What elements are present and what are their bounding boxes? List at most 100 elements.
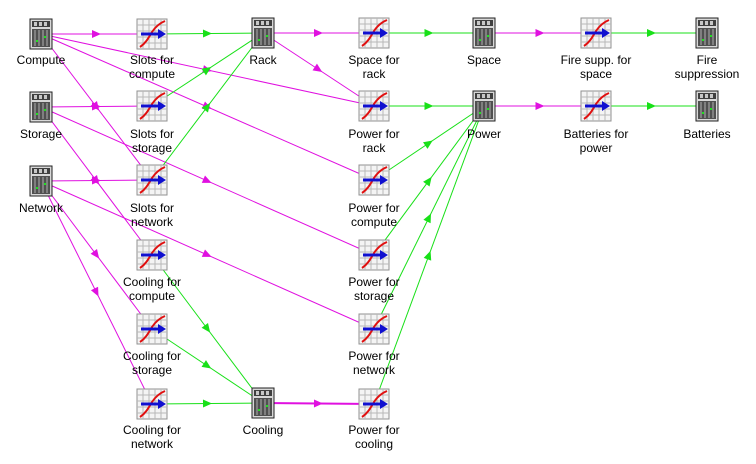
label-line: rack (362, 67, 386, 81)
power-rack-conversion-icon[interactable] (357, 89, 391, 123)
edge-cooling-to-power_cooling (262, 399, 375, 408)
edge-network-to-power_network (40, 180, 375, 330)
edge-fire_supp_space-to-fire_suppression (596, 29, 707, 37)
cooling-network-conversion-icon[interactable] (135, 387, 169, 421)
arrowhead (202, 29, 212, 38)
label-line: Power for (348, 127, 400, 141)
arrowhead (535, 102, 545, 110)
edge-slots_storage-to-rack (151, 32, 264, 107)
arrowhead (313, 399, 323, 408)
arrowhead (647, 102, 656, 110)
batteries-label: Batteries (683, 127, 730, 141)
slots-network-conversion-icon[interactable] (135, 163, 169, 197)
arrowhead (201, 249, 212, 257)
arrowhead (90, 286, 99, 297)
label-line: compute (128, 289, 176, 303)
compute-label: Compute (17, 53, 66, 67)
power-cooling-conversion-icon[interactable] (357, 387, 391, 421)
label-line: Space (466, 53, 502, 67)
label-line: Cooling (242, 423, 284, 437)
arrowhead (202, 399, 212, 408)
rack-server-icon[interactable] (251, 17, 275, 49)
label-line: Power for (348, 349, 400, 363)
arrowhead (91, 176, 101, 185)
arrowhead (423, 213, 431, 224)
label-line: Cooling for (122, 275, 182, 289)
label-line: Network (18, 201, 64, 215)
power-storage-conversion-icon[interactable] (357, 238, 391, 272)
label-line: storage (131, 363, 173, 377)
cooling-compute-conversion-icon[interactable] (135, 238, 169, 272)
arrowhead (535, 29, 545, 37)
label-line: Power for (348, 423, 400, 437)
label-line: Power (466, 127, 502, 141)
arrowhead (314, 29, 323, 37)
edge-power_compute-to-power (373, 105, 485, 181)
arrowhead (90, 249, 100, 259)
space-rack-conversion-icon[interactable] (357, 16, 391, 50)
slots-storage-conversion-icon[interactable] (135, 89, 169, 123)
label-line: Storage (19, 127, 63, 141)
arrowhead (92, 30, 101, 38)
arrowhead (647, 29, 656, 37)
label-line: Rack (249, 53, 277, 67)
network-server-icon[interactable] (29, 165, 53, 197)
power-compute-conversion-icon[interactable] (357, 163, 391, 197)
space-server-icon[interactable] (472, 17, 496, 49)
label-line: network (130, 215, 174, 229)
power-network-conversion-icon[interactable] (357, 312, 391, 346)
arrowhead (201, 360, 212, 369)
cooling-label: Cooling (243, 423, 284, 437)
fire-supp-space-conversion-icon[interactable] (579, 16, 613, 50)
edge-space-to-fire_supp_space (484, 29, 596, 37)
label-line: Compute (16, 53, 66, 67)
label-line: cooling (354, 437, 394, 451)
edge-slots_network-to-rack (151, 32, 264, 181)
compute-server-icon[interactable] (29, 18, 53, 50)
batteries-power-conversion-icon[interactable] (579, 89, 613, 123)
edge-rack-to-space_rack (263, 29, 374, 37)
label-line: Power for (348, 201, 400, 215)
cooling-storage-conversion-icon[interactable] (135, 312, 169, 346)
batteries-server-icon[interactable] (695, 90, 719, 122)
power-server-icon[interactable] (472, 90, 496, 122)
arrowhead (312, 63, 323, 72)
space-label: Space (467, 53, 501, 67)
edge-compute-to-slots_compute (41, 30, 152, 38)
label-line: Batteries (683, 127, 731, 141)
fire-suppression-server-icon[interactable] (695, 17, 719, 49)
arrowhead (201, 67, 212, 76)
cooling-server-icon[interactable] (251, 387, 275, 419)
slots-compute-conversion-icon[interactable] (135, 17, 169, 51)
arrowhead (201, 323, 211, 333)
label-line: storage (353, 289, 395, 303)
edge-cooling_storage-to-cooling (151, 328, 264, 404)
arrowhead (424, 102, 434, 110)
edge-network-to-cooling_network (40, 180, 153, 405)
label-line: network (352, 363, 396, 377)
label-line: Cooling for (122, 423, 182, 437)
edge-power_cooling-to-power (373, 105, 485, 405)
label-line: network (130, 437, 174, 451)
edge-cooling_network-to-cooling (151, 399, 264, 408)
network-label: Network (19, 201, 63, 215)
arrowhead (91, 102, 101, 111)
edge-power_rack-to-power (374, 102, 484, 110)
storage-server-icon[interactable] (29, 91, 53, 123)
power-label: Power (467, 127, 501, 141)
edge-space_rack-to-space (374, 29, 484, 37)
arrowhead (423, 140, 433, 149)
